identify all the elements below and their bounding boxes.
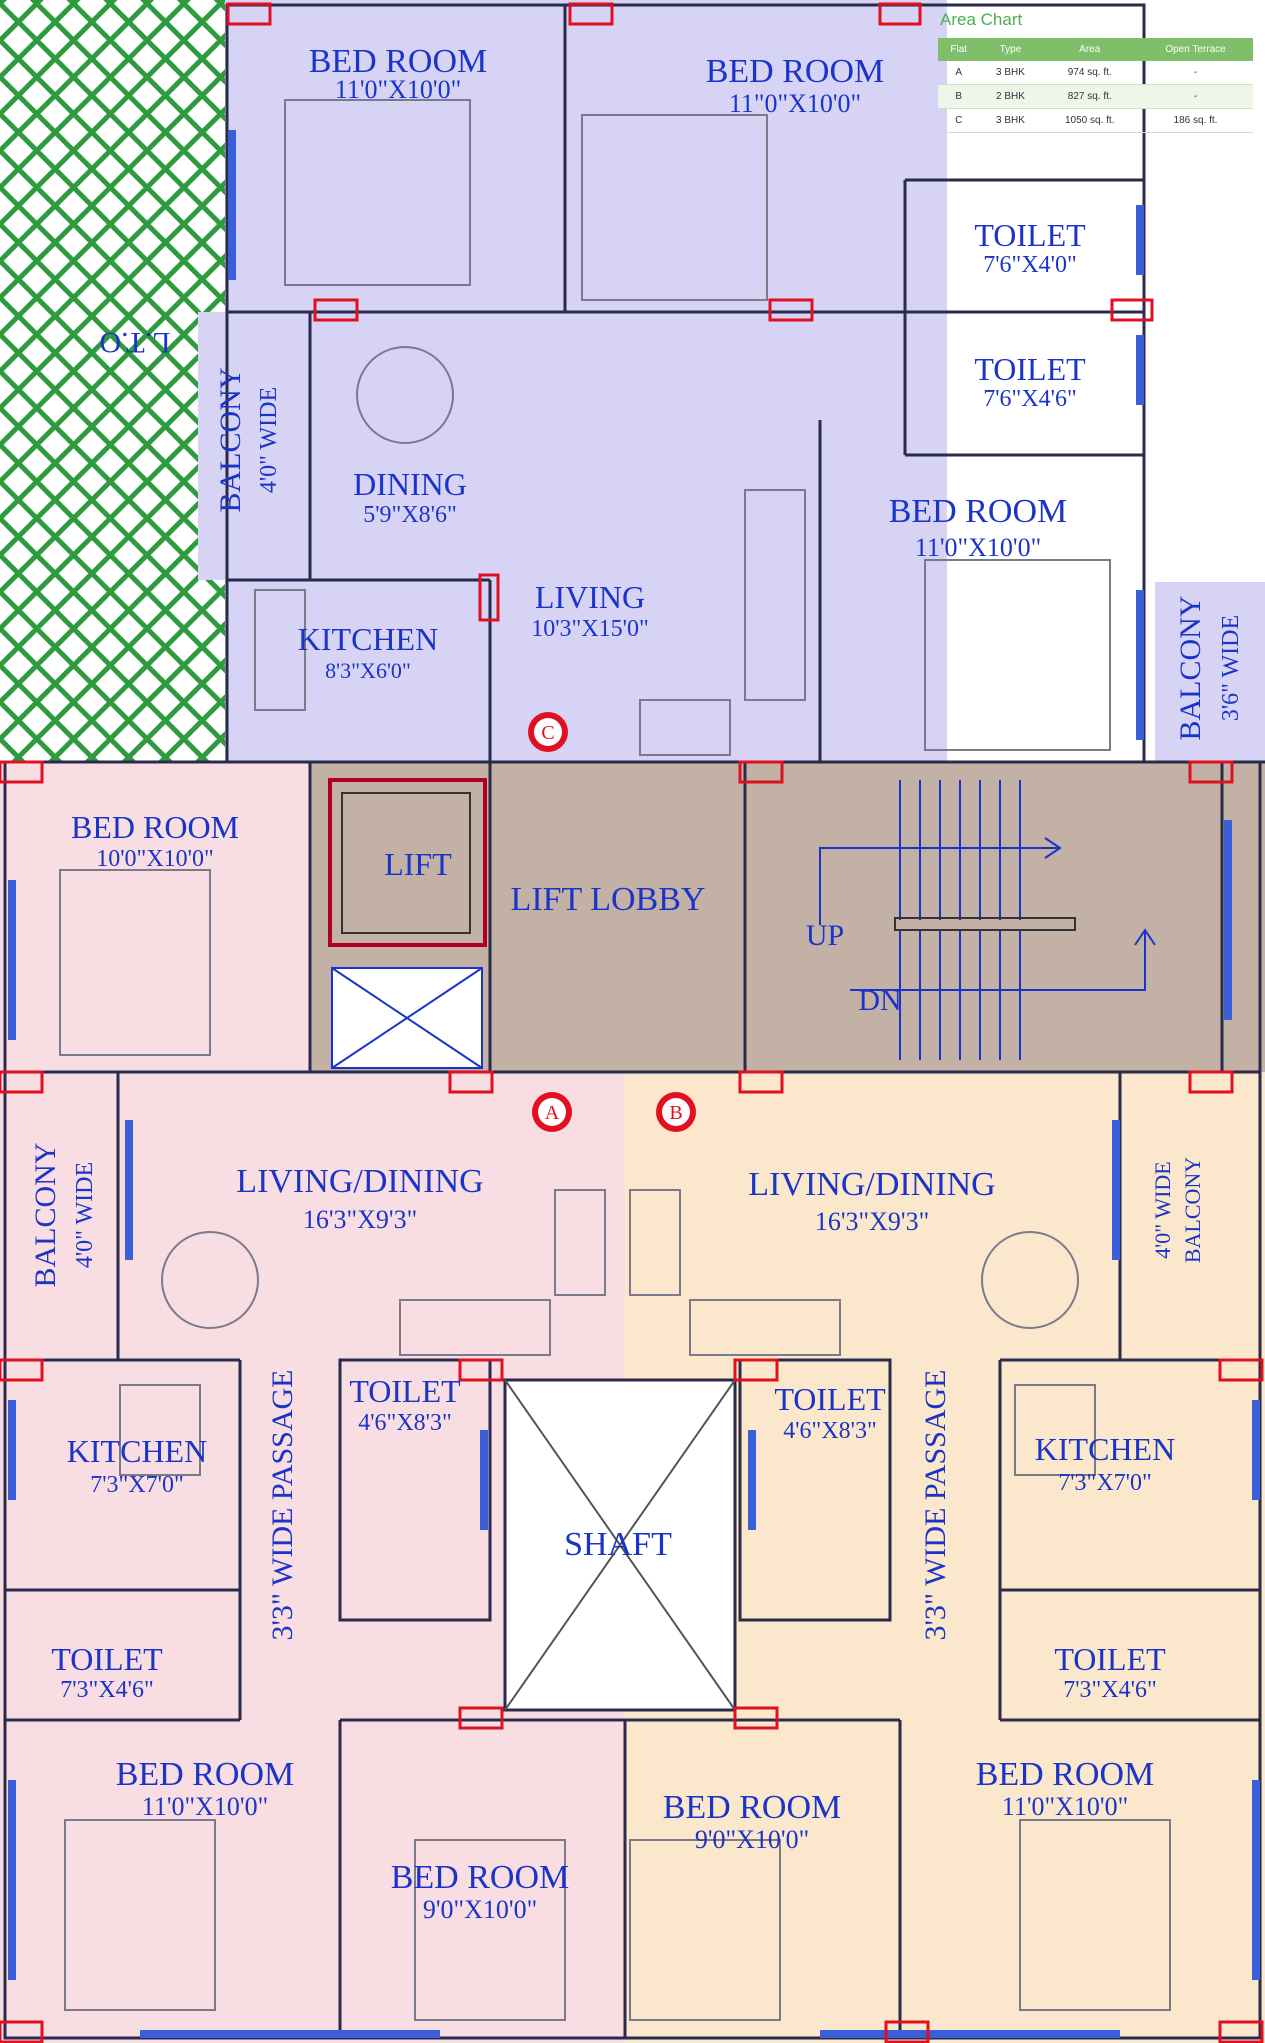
table-cell: 186 sq. ft. [1138, 108, 1253, 133]
lto-label: L.T.O [99, 326, 170, 359]
table-cell: 3 BHK [979, 61, 1042, 85]
a-kitchen-dim: 7'3"X7'0" [90, 1472, 184, 1498]
a-living-dim: 16'3"X9'3" [303, 1205, 417, 1234]
c-bedroom-3-label: BED ROOM [889, 493, 1068, 530]
b-toilet-1-label: TOILET [774, 1381, 886, 1417]
b-bedroom-1-label: BED ROOM [663, 1789, 842, 1826]
a-balcony-label: BALCONY [29, 1142, 62, 1287]
b-balcony-label: BALCONY [1180, 1157, 1205, 1263]
table-cell: - [1138, 84, 1253, 109]
lift-label: LIFT [384, 846, 452, 882]
table-cell: - [1138, 61, 1253, 85]
c-bedroom-1-label: BED ROOM [309, 43, 488, 80]
a-passage-label: 3'3" WIDE PASSAGE [266, 1369, 299, 1640]
c-balcony-right-dim: 3'6" WIDE [1218, 615, 1244, 721]
room-labels: L.T.O BED ROOM 11'0"X10'0" BED ROOM 11"0… [29, 43, 1244, 1924]
stair-up-label: UP [806, 919, 844, 952]
table-cell: B [938, 84, 980, 109]
lift-lobby-label: LIFT LOBBY [511, 881, 706, 918]
b-bedroom-2-dim: 11'0"X10'0" [1002, 1792, 1128, 1821]
c-balcony-left-label: BALCONY [214, 367, 247, 512]
flat-b-marker-label: B [669, 1102, 682, 1124]
windows [8, 130, 1260, 2038]
flat-a-marker-label: A [545, 1102, 560, 1124]
a-bedroom-3-dim: 9'0"X10'0" [423, 1895, 537, 1924]
flat-b-marker: B [656, 1092, 696, 1132]
flat-c-balcony-left-area [198, 312, 228, 580]
area-chart-header: Open Terrace [1138, 38, 1253, 61]
a-bedroom-1-dim: 10'0"X10'0" [96, 846, 214, 872]
c-living-dim: 10'3"X15'0" [531, 616, 649, 642]
b-toilet-1-dim: 4'6"X8'3" [783, 1418, 877, 1444]
c-dining-label: DINING [353, 466, 467, 502]
table-cell: 1050 sq. ft. [1041, 108, 1139, 133]
a-toilet-1-dim: 7'3"X4'6" [60, 1677, 154, 1703]
table-row: A 3 BHK 974 sq. ft. - [938, 61, 1253, 85]
a-balcony-dim: 4'0" WIDE [72, 1162, 98, 1268]
flat-a-marker: A [532, 1092, 572, 1132]
c-toilet-1-dim: 7'6"X4'0" [983, 252, 1077, 278]
table-cell: C [938, 108, 980, 133]
c-bedroom-2-label: BED ROOM [706, 53, 885, 90]
area-chart-title: Area Chart [940, 10, 1023, 29]
staircase [819, 780, 1156, 1060]
lift-structure [328, 778, 736, 1711]
c-bedroom-2-dim: 11"0"X10'0" [729, 89, 861, 118]
a-bedroom-2-label: BED ROOM [116, 1756, 295, 1793]
area-chart-header: Flat [938, 38, 980, 61]
table-cell: 827 sq. ft. [1041, 84, 1139, 109]
c-kitchen-dim: 8'3"X6'0" [325, 658, 411, 683]
c-balcony-right-label: BALCONY [1174, 595, 1207, 740]
table-cell: A [938, 61, 980, 85]
table-row: C 3 BHK 1050 sq. ft. 186 sq. ft. [938, 108, 1253, 133]
a-kitchen-label: KITCHEN [67, 1433, 207, 1469]
c-living-label: LIVING [535, 579, 645, 615]
c-toilet-1-label: TOILET [974, 217, 1086, 253]
c-toilet-2-label: TOILET [974, 351, 1086, 387]
table-cell: 974 sq. ft. [1041, 61, 1139, 85]
a-living-label: LIVING/DINING [236, 1163, 483, 1200]
area-chart: Area Chart Flat Type Area Open Terrace A… [938, 10, 1253, 133]
table-cell: 3 BHK [979, 108, 1042, 133]
b-balcony-dim: 4'0" WIDE [1150, 1161, 1175, 1258]
a-bedroom-1-label: BED ROOM [71, 809, 239, 845]
a-bedroom-2-dim: 11'0"X10'0" [142, 1792, 268, 1821]
flat-c-area [225, 0, 947, 762]
b-kitchen-label: KITCHEN [1035, 1431, 1175, 1467]
c-dining-dim: 5'9"X8'6" [363, 502, 457, 528]
area-chart-header: Area [1041, 38, 1139, 61]
area-chart-table: Flat Type Area Open Terrace A 3 BHK 974 … [938, 38, 1253, 133]
flat-a-top-left [0, 762, 310, 1072]
flat-c-marker: C [528, 712, 568, 752]
b-kitchen-dim: 7'3"X7'0" [1058, 1470, 1152, 1496]
table-row: B 2 BHK 827 sq. ft. - [938, 84, 1253, 109]
c-bedroom-1-dim: 11'0"X10'0" [335, 75, 461, 104]
b-bedroom-1-dim: 9'0"X10'0" [695, 1825, 809, 1854]
b-toilet-2-dim: 7'3"X4'6" [1063, 1677, 1157, 1703]
lto-area [0, 0, 225, 762]
b-passage-label: 3'3" WIDE PASSAGE [919, 1369, 952, 1640]
a-bedroom-3-label: BED ROOM [391, 1859, 570, 1896]
shaft-label: SHAFT [564, 1526, 672, 1563]
table-cell: 2 BHK [979, 84, 1042, 109]
c-kitchen-label: KITCHEN [298, 621, 438, 657]
flat-c-marker-label: C [541, 722, 554, 744]
furniture [59, 99, 1171, 2021]
a-toilet-2-label: TOILET [349, 1373, 461, 1409]
c-balcony-left-dim: 4'0" WIDE [256, 387, 282, 493]
area-chart-header-row: Flat Type Area Open Terrace [938, 38, 1253, 61]
b-bedroom-2-label: BED ROOM [976, 1756, 1155, 1793]
b-living-label: LIVING/DINING [748, 1166, 995, 1203]
flat-c-balcony-right-area [1155, 582, 1265, 762]
stair-down-label: DN [858, 984, 901, 1017]
a-toilet-1-label: TOILET [51, 1641, 163, 1677]
c-bedroom-3-dim: 11'0"X10'0" [915, 533, 1041, 562]
a-toilet-2-dim: 4'6"X8'3" [358, 1410, 452, 1436]
area-chart-header: Type [979, 38, 1042, 61]
c-toilet-2-dim: 7'6"X4'6" [983, 386, 1077, 412]
b-toilet-2-label: TOILET [1054, 1641, 1166, 1677]
b-living-dim: 16'3"X9'3" [815, 1207, 929, 1236]
